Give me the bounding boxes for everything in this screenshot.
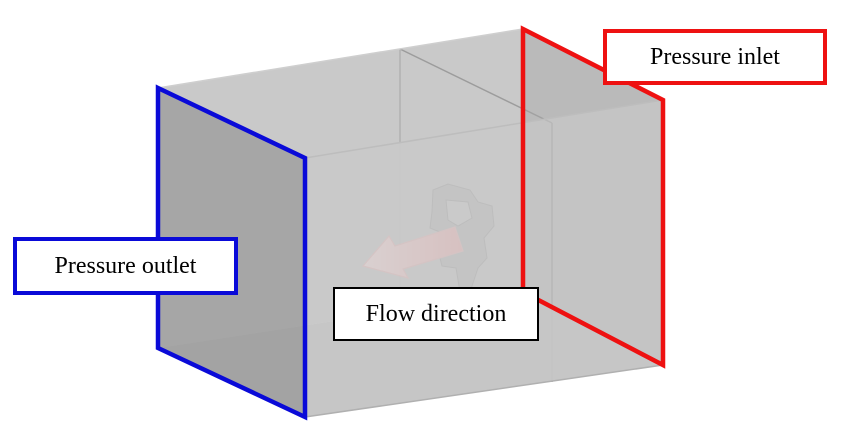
top-face: [158, 29, 663, 158]
inlet-face: [523, 29, 663, 365]
hidden-edge: [399, 48, 553, 124]
pressure-outlet-label: Pressure outlet: [13, 237, 238, 295]
box-edge: [304, 364, 664, 418]
flow-direction-label: Flow direction: [333, 287, 539, 341]
box-edge: [157, 28, 524, 89]
pressure-inlet-label: Pressure inlet: [603, 29, 827, 85]
box-edge: [304, 99, 664, 159]
